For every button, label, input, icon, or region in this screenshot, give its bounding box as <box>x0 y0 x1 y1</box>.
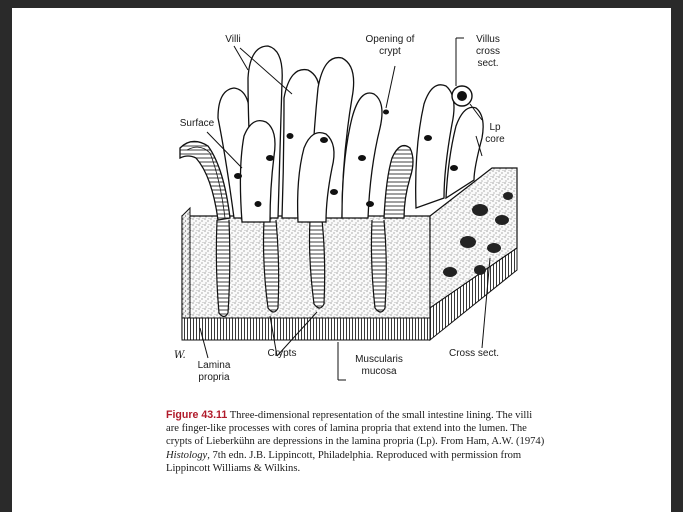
caption-text-part2: , 7th edn. J.B. Lippincott, Philadelphia… <box>166 450 521 474</box>
caption-book-title: Histology <box>166 450 207 461</box>
label-surface: Surface <box>172 118 222 130</box>
page: W. Villi Opening of crypt Villus cross s… <box>12 8 671 512</box>
villi <box>180 46 483 222</box>
label-lp-core: Lp core <box>480 122 510 146</box>
label-muscularis-mucosa: Muscularis mucosa <box>348 354 410 378</box>
figure-caption: Figure 43.11 Three-dimensional represent… <box>166 409 546 475</box>
label-villus-cross-sect: Villus cross sect. <box>468 34 508 70</box>
label-crypts: Crypts <box>262 348 302 360</box>
villus-cross-section <box>452 86 472 106</box>
label-cross-sect: Cross sect. <box>442 348 506 360</box>
label-opening-of-crypt: Opening of crypt <box>358 34 422 58</box>
caption-figure-number: Figure 43.11 <box>166 409 227 421</box>
intestine-illustration: W. <box>12 8 671 403</box>
label-villi: Villi <box>218 34 248 46</box>
label-lamina-propria: Lamina propria <box>192 360 236 384</box>
artist-mark: W. <box>174 350 186 361</box>
